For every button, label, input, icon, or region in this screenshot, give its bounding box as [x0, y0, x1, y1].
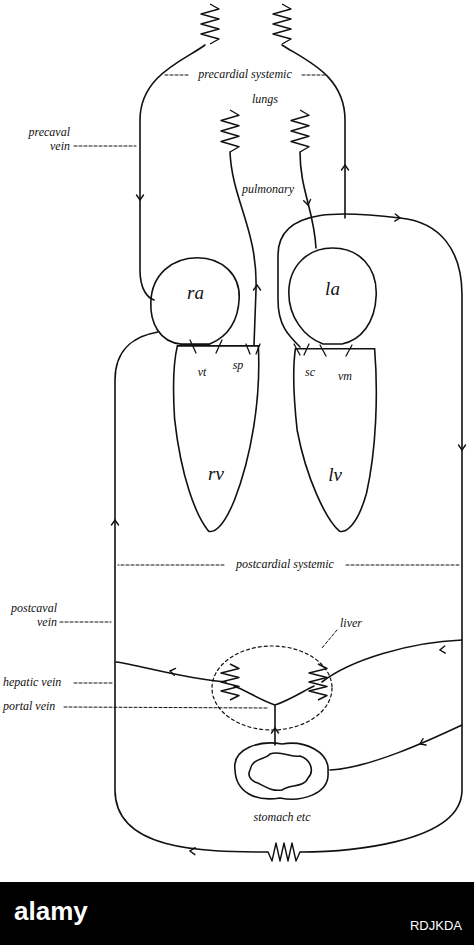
ventricle-chamber: rv — [170, 342, 262, 535]
capillary-zigzag — [273, 4, 291, 44]
flow-arrow — [342, 165, 349, 170]
part-label: liver — [340, 617, 362, 631]
flow-arrows — [112, 165, 466, 855]
chamber-label: la — [325, 279, 340, 298]
hepatic-artery — [322, 640, 462, 682]
part-label: precardial systemic — [198, 68, 291, 82]
flow-arrow — [419, 739, 426, 747]
watermark: alamy — [14, 897, 88, 927]
capillary-beds — [201, 4, 327, 861]
flow-arrow — [304, 199, 312, 205]
part-label: vm — [338, 370, 352, 384]
part-label: vt — [198, 366, 207, 380]
flow-arrow — [440, 646, 446, 653]
precaval-vessel — [140, 45, 205, 300]
part-label: pulmonary — [242, 183, 294, 197]
postcaval-vessel — [115, 332, 268, 852]
aorta — [278, 214, 462, 852]
capillary-zigzag — [221, 110, 239, 152]
flow-arrow — [395, 214, 401, 221]
watermark-band — [0, 882, 474, 945]
atrium-chamber: la — [285, 245, 380, 345]
capillary-zigzag — [309, 664, 327, 700]
atrium-chamber: ra — [148, 255, 243, 345]
chamber-label: ra — [187, 283, 204, 302]
chamber-outline — [170, 342, 262, 535]
flow-arrow — [112, 520, 119, 525]
part-label: sp — [233, 359, 244, 373]
pulmonary-vein — [300, 152, 316, 248]
chamber-outline — [290, 345, 380, 535]
chamber-label: rv — [208, 464, 224, 483]
part-label: lungs — [252, 93, 278, 107]
leader-lines — [60, 75, 459, 708]
portal-vessel — [234, 686, 314, 745]
stomach-lining — [249, 753, 311, 790]
chamber-label: lv — [328, 465, 342, 484]
flow-arrow — [459, 445, 466, 450]
watermark: RDJKDA — [410, 919, 462, 934]
capillary-zigzag — [201, 4, 219, 44]
part-label: portal vein — [3, 700, 55, 714]
ventricle-chamber: lv — [290, 345, 380, 535]
capillary-zigzag — [221, 664, 239, 700]
flow-arrow — [169, 668, 175, 676]
hepatic-vessel — [116, 662, 226, 682]
part-label: precaval vein — [8, 126, 70, 154]
pulmonary-artery — [230, 152, 256, 345]
part-label: hepatic vein — [3, 676, 61, 690]
part-label: postcardial systemic — [236, 558, 334, 572]
gastric-artery — [330, 725, 462, 770]
capillary-zigzag — [291, 110, 309, 152]
liver-outline — [212, 646, 332, 730]
flow-arrow — [272, 728, 279, 733]
stomach-outline — [235, 743, 328, 799]
part-label: postcaval vein — [2, 602, 57, 630]
part-label: stomach etc — [254, 811, 311, 825]
flow-arrow — [190, 848, 195, 855]
capillary-zigzag — [268, 843, 300, 861]
flow-arrow — [254, 285, 261, 290]
part-label: sc — [305, 366, 315, 380]
flow-arrow — [137, 195, 144, 200]
